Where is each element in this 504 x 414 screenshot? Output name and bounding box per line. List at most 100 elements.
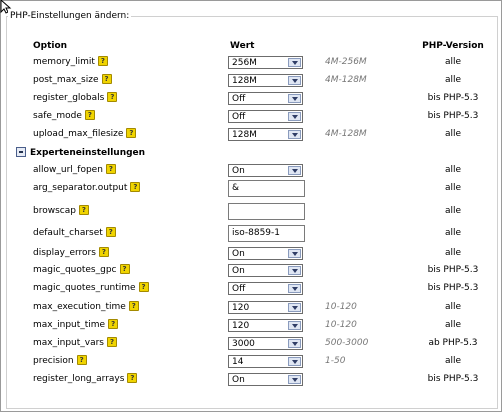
php-version: alle xyxy=(444,129,462,139)
option-name: display_errors xyxy=(33,248,96,258)
php-version: bis PHP-5.3 xyxy=(427,374,479,384)
dropdown-arrow-icon[interactable] xyxy=(288,58,301,67)
option-label: magic_quotes_gpc? xyxy=(33,262,130,279)
expert-settings-section[interactable]: Experteneinstellungen xyxy=(16,146,145,160)
help-icon[interactable]: ? xyxy=(97,55,108,66)
dropdown-arrow-icon[interactable] xyxy=(288,94,301,103)
column-header-version: PHP-Version xyxy=(422,41,484,51)
select-value: On xyxy=(232,375,245,385)
value-select[interactable]: On xyxy=(228,264,303,277)
value-input[interactable]: iso-8859-1 xyxy=(228,225,305,242)
allowed-range: 4M-256M xyxy=(325,57,367,67)
dropdown-arrow-icon[interactable] xyxy=(288,339,301,348)
option-label: register_long_arrays? xyxy=(33,371,138,388)
dropdown-arrow-icon[interactable] xyxy=(288,375,301,384)
dropdown-arrow-icon[interactable] xyxy=(288,303,301,312)
value-select[interactable]: 120 xyxy=(228,319,303,332)
option-name: max_input_time xyxy=(33,320,106,330)
option-name: register_long_arrays xyxy=(33,374,125,384)
option-name: register_globals xyxy=(33,93,105,103)
php-version: alle xyxy=(444,228,462,238)
value-select[interactable]: Off xyxy=(228,92,303,105)
value-select[interactable]: On xyxy=(228,164,303,177)
dropdown-arrow-icon[interactable] xyxy=(288,321,301,330)
allowed-range: 1-50 xyxy=(325,356,346,366)
value-select[interactable]: 128M xyxy=(228,128,303,141)
value-select[interactable]: 120 xyxy=(228,301,303,314)
collapse-minus-icon[interactable] xyxy=(16,146,26,157)
help-icon[interactable]: ? xyxy=(76,354,87,365)
dropdown-arrow-icon[interactable] xyxy=(288,166,301,175)
dropdown-arrow-icon[interactable] xyxy=(288,357,301,366)
option-name: post_max_size xyxy=(33,75,99,85)
allowed-range: 4M-128M xyxy=(325,129,367,139)
help-icon[interactable]: ? xyxy=(126,127,137,138)
help-icon[interactable]: ? xyxy=(98,246,109,257)
section-label: Experteneinstellungen xyxy=(30,148,146,158)
php-version: alle xyxy=(444,320,462,330)
help-icon[interactable]: ? xyxy=(105,163,116,174)
value-input[interactable] xyxy=(228,203,305,220)
php-version: bis PHP-5.3 xyxy=(427,283,479,293)
value-select[interactable]: 3000 xyxy=(228,337,303,350)
help-icon[interactable]: ? xyxy=(78,204,89,215)
select-value: 128M xyxy=(232,130,257,140)
settings-row: arg_separator.output? & alle xyxy=(0,180,504,197)
option-name: upload_max_filesize xyxy=(33,129,124,139)
help-icon[interactable]: ? xyxy=(138,281,149,292)
value-select[interactable]: 14 xyxy=(228,355,303,368)
help-icon[interactable]: ? xyxy=(128,300,139,311)
allowed-range: 4M-128M xyxy=(325,75,367,85)
select-value: 256M xyxy=(232,58,257,68)
value-input[interactable]: & xyxy=(228,180,305,197)
dropdown-arrow-icon[interactable] xyxy=(288,284,301,293)
help-icon[interactable]: ? xyxy=(130,181,141,192)
php-version: alle xyxy=(444,248,462,258)
help-icon[interactable]: ? xyxy=(84,109,95,120)
panel-title: PHP-Einstellungen ändern: xyxy=(8,11,132,22)
dropdown-arrow-icon[interactable] xyxy=(288,130,301,139)
value-select[interactable]: Off xyxy=(228,110,303,123)
select-value: 3000 xyxy=(232,339,255,349)
php-version: alle xyxy=(444,206,462,216)
settings-row: memory_limit? 256M 4M-256M alle xyxy=(0,54,504,71)
option-name: memory_limit xyxy=(33,57,95,67)
php-version: alle xyxy=(444,356,462,366)
value-select[interactable]: On xyxy=(228,373,303,386)
dropdown-arrow-icon[interactable] xyxy=(288,76,301,85)
help-icon[interactable]: ? xyxy=(127,372,138,383)
column-header-option: Option xyxy=(33,41,68,51)
dropdown-arrow-icon[interactable] xyxy=(288,266,301,275)
settings-row: display_errors? On alle xyxy=(0,245,504,262)
value-select[interactable]: 256M xyxy=(228,56,303,69)
allowed-range: 500-3000 xyxy=(325,338,369,348)
option-label: default_charset? xyxy=(33,225,116,242)
dropdown-arrow-icon[interactable] xyxy=(288,112,301,121)
help-icon[interactable]: ? xyxy=(108,318,119,329)
select-value: 128M xyxy=(232,76,257,86)
help-icon[interactable]: ? xyxy=(105,226,116,237)
help-icon[interactable]: ? xyxy=(101,73,112,84)
option-name: arg_separator.output xyxy=(33,183,128,193)
value-select[interactable]: Off xyxy=(228,282,303,295)
help-icon[interactable]: ? xyxy=(107,336,117,347)
option-label: safe_mode? xyxy=(33,108,95,125)
select-value: On xyxy=(232,249,245,259)
php-version: alle xyxy=(444,57,462,67)
value-select[interactable]: On xyxy=(228,247,303,260)
settings-row: register_long_arrays? On bis PHP-5.3 xyxy=(0,371,504,388)
php-version: alle xyxy=(444,183,462,193)
help-icon[interactable]: ? xyxy=(107,91,118,102)
value-select[interactable]: 128M xyxy=(228,74,303,87)
dropdown-arrow-icon[interactable] xyxy=(288,249,301,258)
option-label: memory_limit? xyxy=(33,54,108,71)
help-icon[interactable]: ? xyxy=(119,263,130,274)
option-name: allow_url_fopen xyxy=(33,165,103,175)
